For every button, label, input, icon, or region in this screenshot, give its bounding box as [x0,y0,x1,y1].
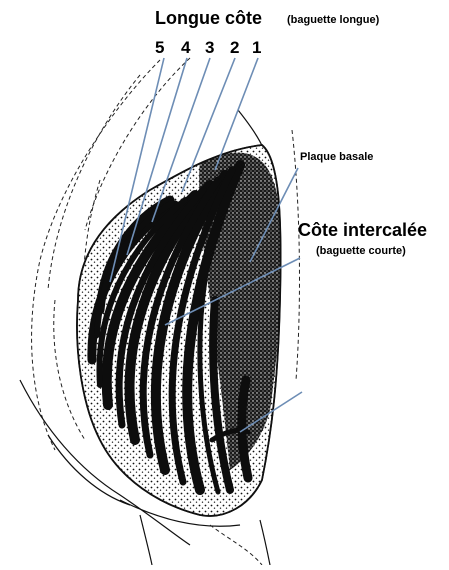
label-plaque-basale: Plaque basale [300,151,373,163]
rib-number-5: 5 [155,38,164,57]
title-sub: (baguette longue) [287,14,380,26]
label-cote-intercalee: Côte intercalée [298,220,427,240]
ribbed-body [77,145,281,516]
rib-number-1: 1 [252,38,261,57]
label-baguette-courte: (baguette courte) [316,245,406,257]
rib-number-3: 3 [205,38,214,57]
title-main: Longue côte [155,8,262,28]
rib-number-2: 2 [230,38,239,57]
rib-number-4: 4 [181,38,191,57]
